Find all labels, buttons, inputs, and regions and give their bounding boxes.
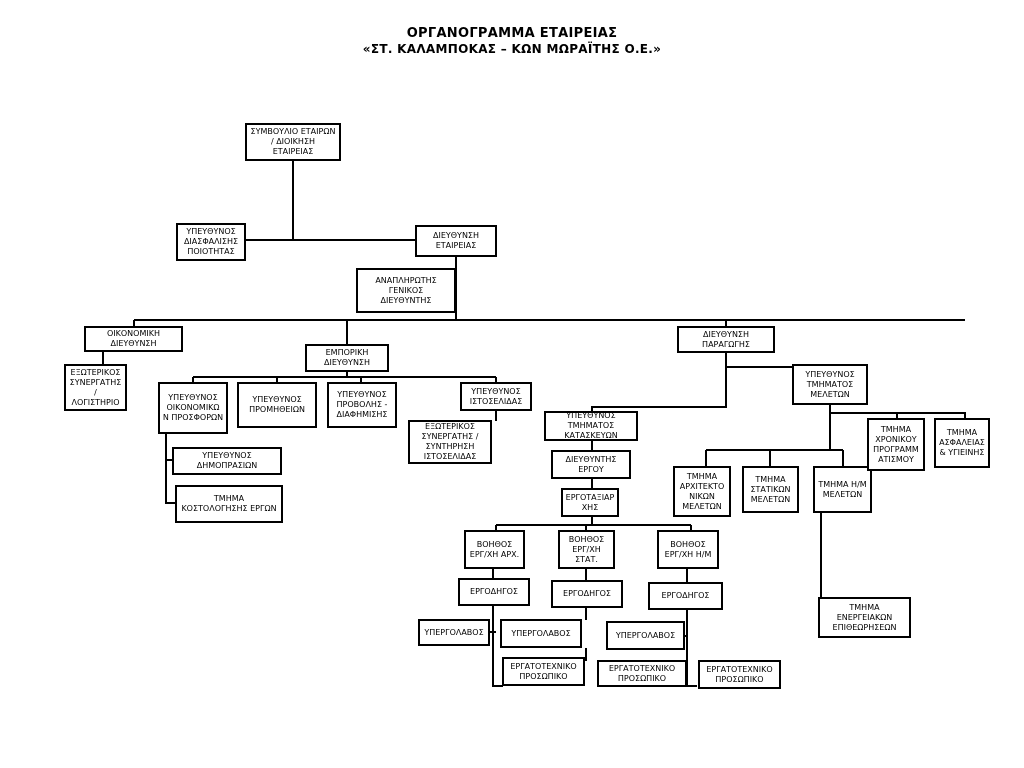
- company-management-box: ΔΙΕΥΘΥΝΣΗ ΕΤΑΙΡΕΙΑΣ: [415, 225, 497, 257]
- stat-studies-box: ΤΜΗΜΑ ΣΤΑΤΙΚΩΝ ΜΕΛΕΤΩΝ: [742, 466, 799, 513]
- energy-inspections-box: ΤΜΗΜΑ ΕΝΕΡΓΕΙΑΚΩΝ ΕΠΙΘΕΩΡΗΣΕΩΝ: [818, 597, 911, 638]
- page-title: ΟΡΓΑΝΟΓΡΑΜΜΑ ΕΤΑΙΡΕΙΑΣ: [406, 26, 618, 41]
- labor-staff-box: ΕΡΓΑΤΟΤΕΧΝΙΚΟ ΠΡΟΣΩΠΙΚΟ: [502, 657, 585, 686]
- commercial-dept-box: ΕΜΠΟΡΙΚΗ ΔΙΕΥΘΥΝΣΗ: [305, 344, 389, 372]
- foreman-box: ΕΡΓΟΔΗΓΟΣ: [648, 582, 723, 610]
- connector: [165, 433, 176, 504]
- production-dept-box: ΔΙΕΥΘΥΝΣΗ ΠΑΡΑΓΩΓΗΣ: [677, 326, 775, 353]
- connector: [292, 160, 417, 241]
- studies-manager-box: ΥΠΕΥΘΥΝΟΣ ΤΜΗΜΑΤΟΣ ΜΕΛΕΤΩΝ: [792, 364, 868, 405]
- subcontractor-box: ΥΠΕΡΓΟΛΑΒΟΣ: [606, 621, 685, 650]
- asst-engineer-em-box: ΒΟΗΘΟΣ ΕΡΓ/ΧΗ Η/Μ: [657, 530, 719, 569]
- financial-offers-box: ΥΠΕΥΘΥΝΟΣ ΟΙΚΟΝΟΜΙΚΩ Ν ΠΡΟΣΦΟΡΩΝ: [158, 382, 228, 434]
- promotion-box: ΥΠΕΥΘΥΝΟΣ ΠΡΟΒΟΛΗΣ - ΔΙΑΦΗΜΙΣΗΣ: [327, 382, 397, 428]
- costing-box: ΤΜΗΜΑ ΚΟΣΤΟΛΟΓΗΣΗΣ ΕΡΓΩΝ: [175, 485, 283, 523]
- ext-website-box: ΕΞΩΤΕΡΙΚΟΣ ΣΥΝΕΡΓΑΤΗΣ / ΣΥΝΤΗΡΗΣΗ ΙΣΤΟΣΕ…: [408, 420, 492, 464]
- asst-engineer-arch-box: ΒΟΗΘΟΣ ΕΡΓ/ΧΗ ΑΡΧ.: [464, 530, 525, 569]
- tenders-box: ΥΠΕΥΘΥΝΟΣ ΔΗΜΟΠΡΑΣΙΩΝ: [172, 447, 282, 475]
- scheduling-box: ΤΜΗΜΑ ΧΡΟΝΙΚΟΥ ΠΡΟΓΡΑΜΜ ΑΤΙΣΜΟΥ: [867, 418, 925, 471]
- construction-manager-box: ΥΠΕΥΘΥΝΟΣ ΤΜΗΜΑΤΟΣ ΚΑΤΑΣΚΕΥΩΝ: [544, 411, 638, 441]
- foreman-box: ΕΡΓΟΔΗΓΟΣ: [551, 580, 623, 608]
- arch-studies-box: ΤΜΗΜΑ ΑΡΧΙΤΕΚΤΟ ΝΙΚΩΝ ΜΕΛΕΤΩΝ: [673, 466, 731, 517]
- page-subtitle: «ΣΤ. ΚΑΛΑΜΠΟΚΑΣ – ΚΩΝ ΜΩΡΑΪΤΗΣ Ο.Ε.»: [362, 42, 662, 56]
- em-studies-box: ΤΜΗΜΑ Η/Μ ΜΕΛΕΤΩΝ: [813, 466, 872, 513]
- connector: [686, 609, 697, 687]
- subcontractor-box: ΥΠΕΡΓΟΛΑΒΟΣ: [418, 619, 490, 646]
- foreman-box: ΕΡΓΟΔΗΓΟΣ: [458, 578, 530, 606]
- website-manager-box: ΥΠΕΥΘΥΝΟΣ ΙΣΤΟΣΕΛΙΔΑΣ: [460, 382, 532, 411]
- labor-staff-box: ΕΡΓΑΤΟΤΕΧΝΙΚΟ ΠΡΟΣΩΠΙΚΟ: [698, 660, 781, 689]
- subcontractor-box: ΥΠΕΡΓΟΛΑΒΟΣ: [500, 619, 582, 648]
- project-director-box: ΔΙΕΥΘΥΝΤΗΣ ΕΡΓΟΥ: [551, 450, 631, 479]
- health-safety-box: ΤΜΗΜΑ ΑΣΦΑΛΕΙΑΣ & ΥΓΙΕΙΝΗΣ: [934, 418, 990, 468]
- asst-engineer-stat-box: ΒΟΗΘΟΣ ΕΡΓ/ΧΗ ΣΤΑΤ.: [558, 530, 615, 569]
- quality-assurance-box: ΥΠΕΥΘΥΝΟΣ ΔΙΑΣΦΑΛΙΣΗΣ ΠΟΙΟΤΗΤΑΣ: [176, 223, 246, 261]
- connector: [591, 352, 727, 412]
- site-manager-box: ΕΡΓΟΤΑΞΙΑΡ ΧΗΣ: [561, 488, 619, 517]
- procurement-box: ΥΠΕΥΘΥΝΟΣ ΠΡΟΜΗΘΕΙΩΝ: [237, 382, 317, 428]
- labor-staff-box: ΕΡΓΑΤΟΤΕΧΝΙΚΟ ΠΡΟΣΩΠΙΚΟ: [597, 660, 687, 687]
- board-of-partners-box: ΣΥΜΒΟΥΛΙΟ ΕΤΑΙΡΩΝ / ΔΙΟΙΚΗΣΗ ΕΤΑΙΡΕΙΑΣ: [245, 123, 341, 161]
- finance-dept-box: ΟΙΚΟΝΟΜΙΚΗ ΔΙΕΥΘΥΝΣΗ: [84, 326, 183, 352]
- deputy-gm-box: ΑΝΑΠΛΗΡΩΤΗΣ ΓΕΝΙΚΟΣ ΔΙΕΥΘΥΝΤΗΣ: [356, 268, 456, 313]
- ext-accounting-box: ΕΞΩΤΕΡΙΚΟΣ ΣΥΝΕΡΓΑΤΗΣ / ΛΟΓΙΣΤΗΡΙΟ: [64, 364, 127, 411]
